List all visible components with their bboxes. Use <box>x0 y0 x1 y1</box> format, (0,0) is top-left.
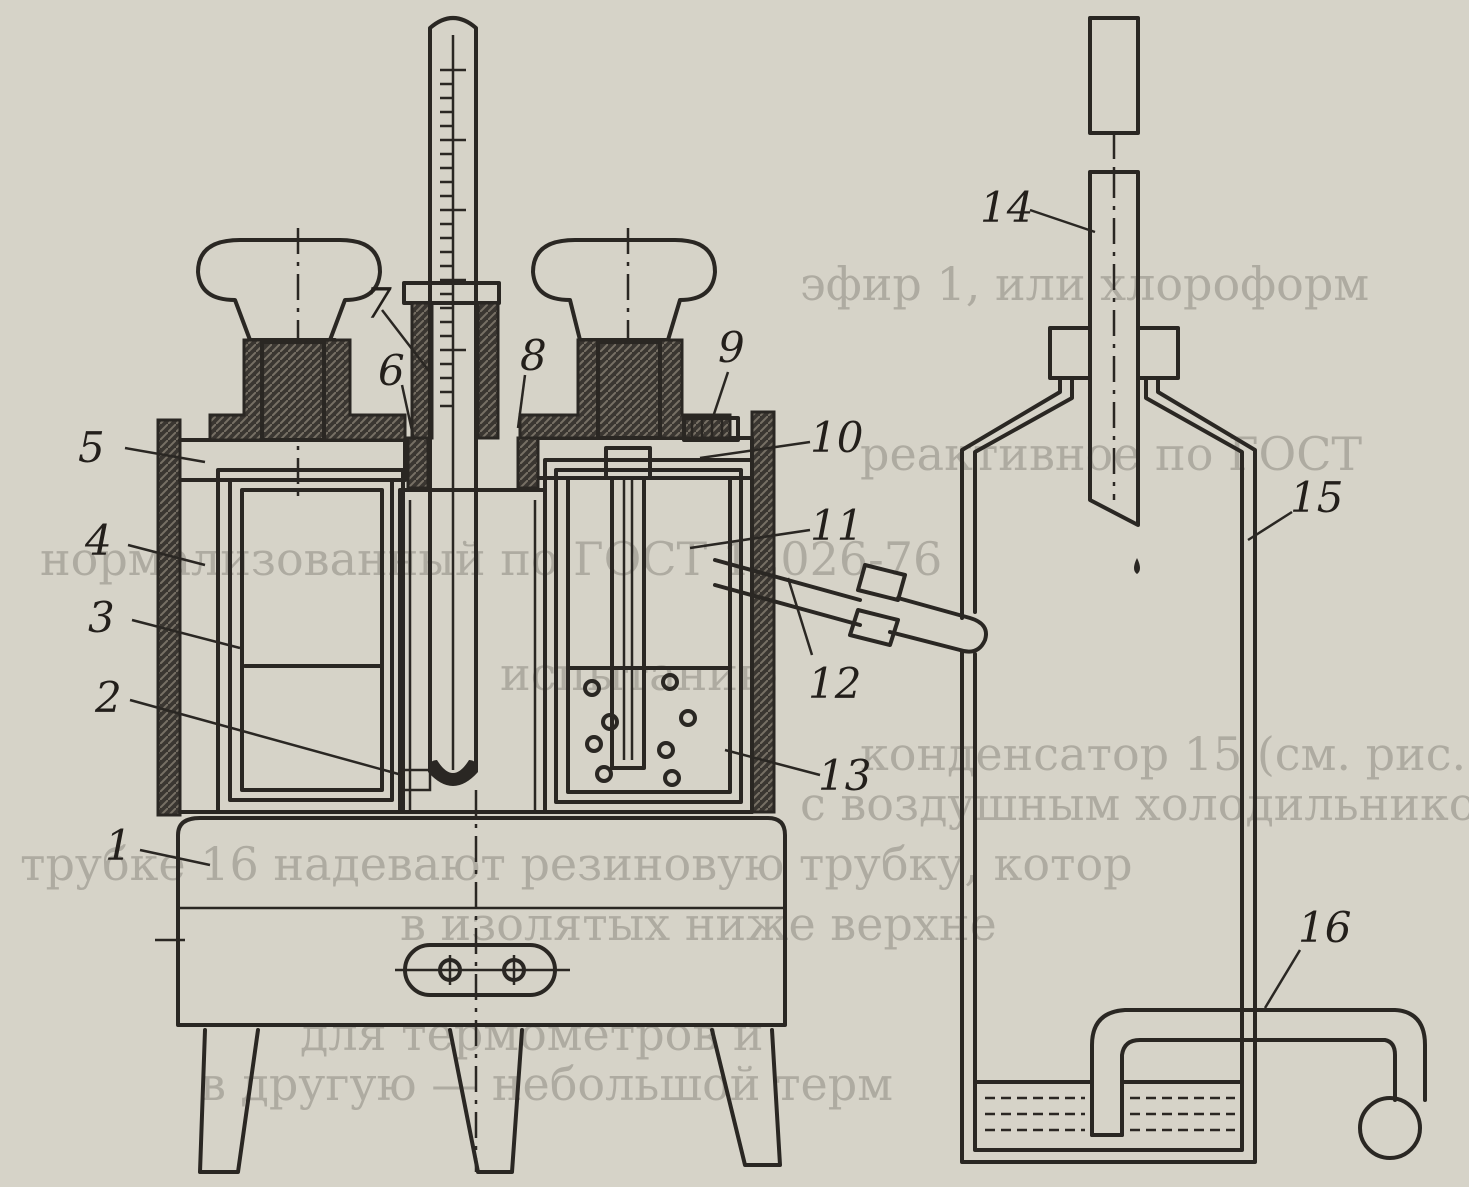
bg-line-1: эфир 1, или хлороформ <box>800 257 1369 311</box>
leg-middle <box>448 1028 524 1174</box>
reactor-apparatus <box>155 16 988 1174</box>
receiver-liquid <box>985 1096 1235 1132</box>
bg-line-9: для термометров и <box>300 1007 764 1061</box>
stopper-body-right <box>518 338 732 440</box>
label-1: 1 <box>105 821 132 870</box>
label-2: 2 <box>94 673 122 722</box>
right-cell-inner <box>566 476 732 794</box>
leg-right <box>710 1028 782 1167</box>
jacket-wall-left <box>156 418 182 817</box>
left-cell-mid <box>228 478 394 802</box>
bg-line-5: конденсатор 15 (см. рис. 85) <box>860 727 1469 781</box>
air-condenser-tube <box>1088 170 1140 527</box>
condenser-rod-upper <box>1088 16 1140 135</box>
siphon-bulb <box>1358 1096 1422 1160</box>
bushing-right <box>476 301 500 440</box>
bg-line-4: испытанию <box>500 647 778 701</box>
bg-line-8: в изолятых ниже верхне <box>400 897 997 951</box>
flask-inner-left-top <box>973 376 1074 614</box>
flask-outer-left-top <box>960 376 1062 620</box>
flask-outer-right <box>960 376 1257 1164</box>
stopper-handle-right <box>531 238 717 342</box>
label-3: 3 <box>88 593 115 642</box>
thermometer-bulb <box>428 760 478 786</box>
stopper-handle-left <box>196 238 382 342</box>
right-cell-outer <box>543 458 754 814</box>
label-12: 12 <box>808 659 861 708</box>
bg-line-3: нормализованный по ГОСТ 12026-76 <box>40 532 942 586</box>
siphon-tube-inner <box>1120 1038 1397 1137</box>
well-slot-2 <box>400 768 432 792</box>
leg-left <box>198 1028 260 1174</box>
background-text: эфир 1, или хлороформ реактивное по ГОСТ… <box>20 257 1469 1111</box>
left-cell-outer <box>216 468 405 814</box>
condenser-nut-left <box>1048 326 1092 380</box>
lid-left <box>178 438 407 482</box>
leader-lines <box>124 208 1302 1009</box>
label-14: 14 <box>980 183 1033 232</box>
siphon-tube-outer <box>1090 1008 1427 1137</box>
outlet-nut-bottom <box>848 608 900 647</box>
label-10: 10 <box>810 413 863 462</box>
drop <box>1134 558 1140 574</box>
thermometer-scale <box>440 68 466 408</box>
outlet-joint <box>888 596 988 654</box>
label-5: 5 <box>78 423 105 472</box>
label-15: 15 <box>1290 473 1343 522</box>
label-4: 4 <box>84 516 112 565</box>
thermometer <box>428 16 478 786</box>
stopper-body-left <box>208 338 407 442</box>
bg-line-6: с воздушным холодильником <box>800 777 1469 831</box>
thermometer-stem <box>428 16 478 772</box>
bg-line-2: реактивное по ГОСТ <box>860 427 1362 481</box>
label-16: 16 <box>1298 903 1351 952</box>
label-13: 13 <box>818 751 871 800</box>
clamp-screw <box>682 416 740 442</box>
label-8: 8 <box>520 331 547 380</box>
condenser-receiver <box>960 16 1427 1164</box>
base-body <box>176 816 787 1027</box>
right-cell-mid <box>554 468 743 804</box>
thermometer-collar <box>402 281 501 305</box>
label-6: 6 <box>378 346 405 395</box>
condenser-nut-right <box>1136 326 1180 380</box>
reaction-tube-cap <box>604 446 652 480</box>
label-7: 7 <box>365 279 392 328</box>
left-cell-inner <box>240 488 384 792</box>
label-9: 9 <box>718 323 745 372</box>
label-11: 11 <box>810 501 863 550</box>
part-labels: 1 2 3 4 5 6 7 8 9 10 11 12 13 14 15 16 <box>78 183 1351 952</box>
flask-inner-right <box>973 376 1244 1152</box>
reaction-tube <box>610 476 646 770</box>
bg-line-10: в другую — небольшой терм <box>200 1057 893 1111</box>
jacket-wall-right <box>750 410 776 814</box>
bg-line-7: трубке 16 надевают резиновую трубку, кот… <box>20 837 1133 891</box>
